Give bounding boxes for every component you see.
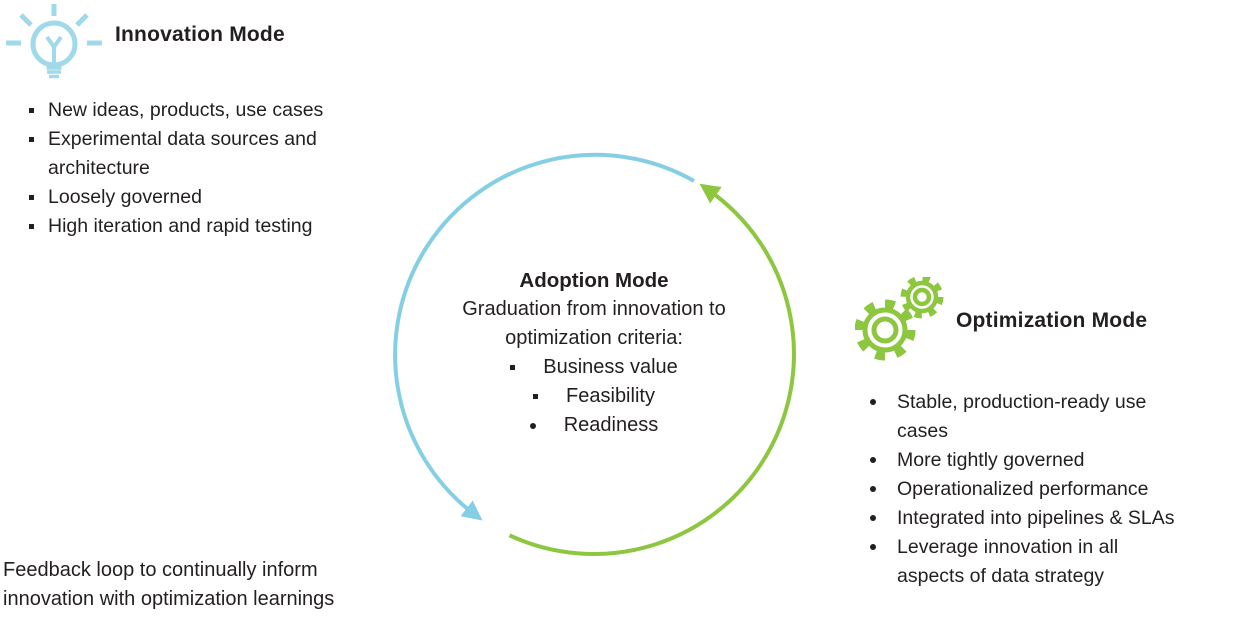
optimization-list-item: Stable, production-ready use cases (869, 388, 1187, 446)
ray-upper-right (75, 13, 89, 27)
criteria-label: Feasibility (566, 385, 655, 407)
square-bullet (510, 365, 516, 370)
optimization-list-item: More tightly governed (869, 446, 1187, 475)
criteria-label: Readiness (563, 414, 659, 436)
innovation-list-item: Loosely governed (28, 183, 373, 212)
optimization-list-item: Leverage innovation in all aspects of da… (869, 533, 1187, 591)
innovation-list-item: New ideas, products, use cases (28, 96, 373, 125)
green-arc (508, 183, 796, 556)
bulb-base (46, 66, 62, 79)
criteria-item: Feasibility (414, 382, 774, 411)
feedback-loop-note: Feedback loop to continually inform inno… (3, 559, 335, 610)
criteria-item: Readiness (414, 411, 774, 440)
criteria-label: Business value (543, 356, 678, 378)
optimization-list-item: Operationalized performance (869, 475, 1187, 504)
gears-icon (855, 277, 944, 361)
optimization-mode-title: Optimization Mode (956, 309, 1148, 332)
bulb-glass (30, 20, 78, 68)
innovation-list-item: High iteration and rapid testing (28, 212, 373, 241)
bulb-filament (45, 35, 63, 64)
adoption-subtitle-line: Graduation from innovation to (462, 298, 726, 320)
large-gear-hole (871, 316, 899, 344)
adoption-subtitle-line: optimization criteria: (505, 327, 683, 349)
adoption-mode-title: Adoption Mode (519, 269, 669, 292)
square-bullet (533, 394, 539, 399)
blue-arc (393, 152, 695, 521)
adoption-mode-block: Adoption Mode Graduation from innovation… (414, 266, 774, 440)
round-bullet (529, 422, 536, 429)
ray-upper-left (19, 13, 33, 27)
innovation-list-item: Experimental data sources and architectu… (28, 125, 373, 183)
criteria-item: Business value (414, 353, 774, 382)
innovation-mode-title: Innovation Mode (115, 23, 285, 46)
lightbulb-icon (6, 4, 102, 79)
optimization-list-item: Integrated into pipelines & SLAs (869, 504, 1187, 533)
innovation-list: New ideas, products, use cases Experimen… (28, 96, 373, 241)
optimization-list: Stable, production-ready use cases More … (869, 388, 1187, 591)
large-gear-teeth (855, 299, 916, 361)
small-gear-teeth (900, 277, 944, 319)
small-gear-hole (912, 287, 932, 307)
